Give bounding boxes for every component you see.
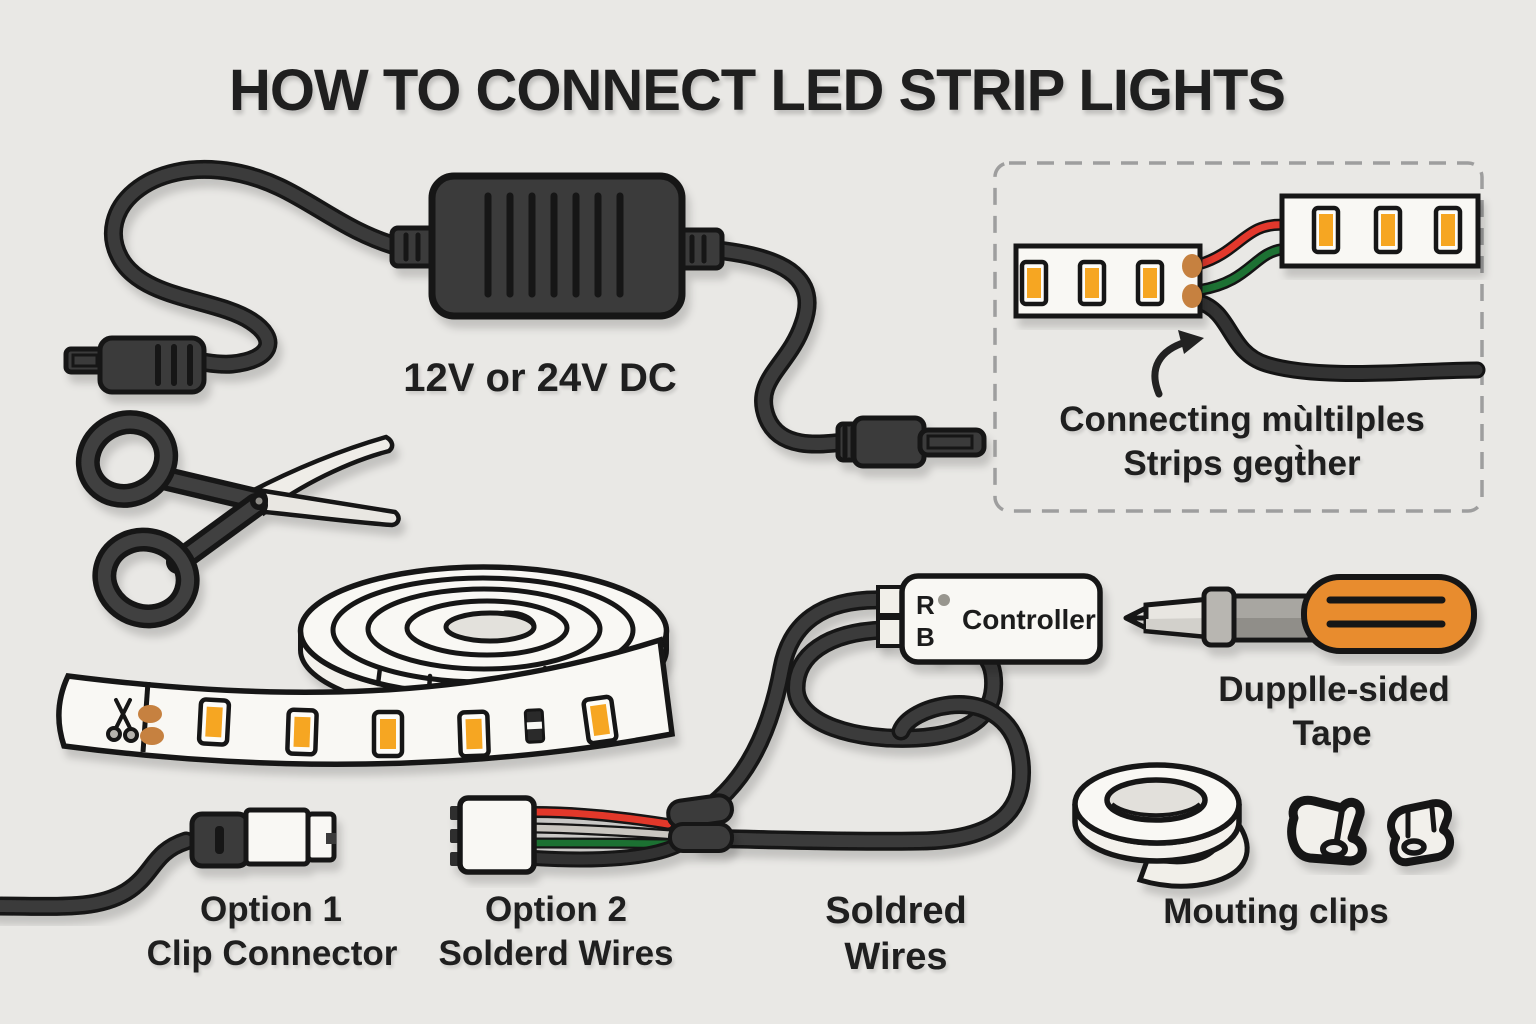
controller-name-label: Controller xyxy=(962,604,1096,635)
cut-scissors-icon xyxy=(106,698,139,743)
dc-plug-left xyxy=(63,335,207,395)
power-voltage-label: 12V or 24V DC xyxy=(403,356,677,400)
scissors-icon xyxy=(75,410,401,629)
copper-pad xyxy=(140,727,164,745)
soldered-wires-label-line1: Soldred xyxy=(825,890,967,932)
adapter-brick xyxy=(389,172,725,320)
option2-label-line1: Option 2 xyxy=(485,890,627,929)
connect-panel-caption-line2: Strips gegt̀her xyxy=(1123,444,1361,483)
power-adapter xyxy=(63,159,987,469)
connect-panel-caption-line1: Connecting mùltilples xyxy=(1059,400,1425,439)
controller-b-label: B xyxy=(916,622,935,652)
dashed-border xyxy=(993,161,1484,513)
controller-r-label: R xyxy=(916,590,935,620)
option1-label-line1: Option 1 xyxy=(200,890,342,929)
screwdriver-icon xyxy=(1123,574,1477,654)
dc-plug-right xyxy=(835,415,987,469)
resistor xyxy=(523,708,546,744)
led-strip-left-segment xyxy=(1013,243,1203,319)
arrow-icon xyxy=(1151,330,1204,398)
tape-roll-icon xyxy=(1072,762,1250,889)
copper-pad xyxy=(1182,284,1202,308)
connect-strips-panel xyxy=(993,161,1486,513)
soldered-wires-connector xyxy=(450,793,734,875)
tape-label-line2: Tape xyxy=(1292,714,1372,753)
soldered-wires-label-line2: Wires xyxy=(844,936,948,978)
led-strip-flat xyxy=(56,636,676,767)
clip-connector xyxy=(0,807,337,916)
copper-pad xyxy=(1182,254,1202,278)
mounting-clips-icon xyxy=(1287,795,1454,867)
controller-led-dot xyxy=(938,594,950,606)
mounting-clips-label: Mouting clips xyxy=(1163,892,1389,931)
page-title: HOW TO CONNECT LED STRIP LIGHTS xyxy=(229,58,1286,123)
copper-pad xyxy=(138,705,162,723)
controller-box: R B Controller xyxy=(876,573,1103,665)
led-strip-right-segment xyxy=(1279,193,1481,269)
tape-label-line1: Dupplle-sided xyxy=(1218,670,1450,709)
option2-label-line2: Solderd Wires xyxy=(438,934,674,973)
option1-label-line2: Clip Connector xyxy=(146,934,398,973)
